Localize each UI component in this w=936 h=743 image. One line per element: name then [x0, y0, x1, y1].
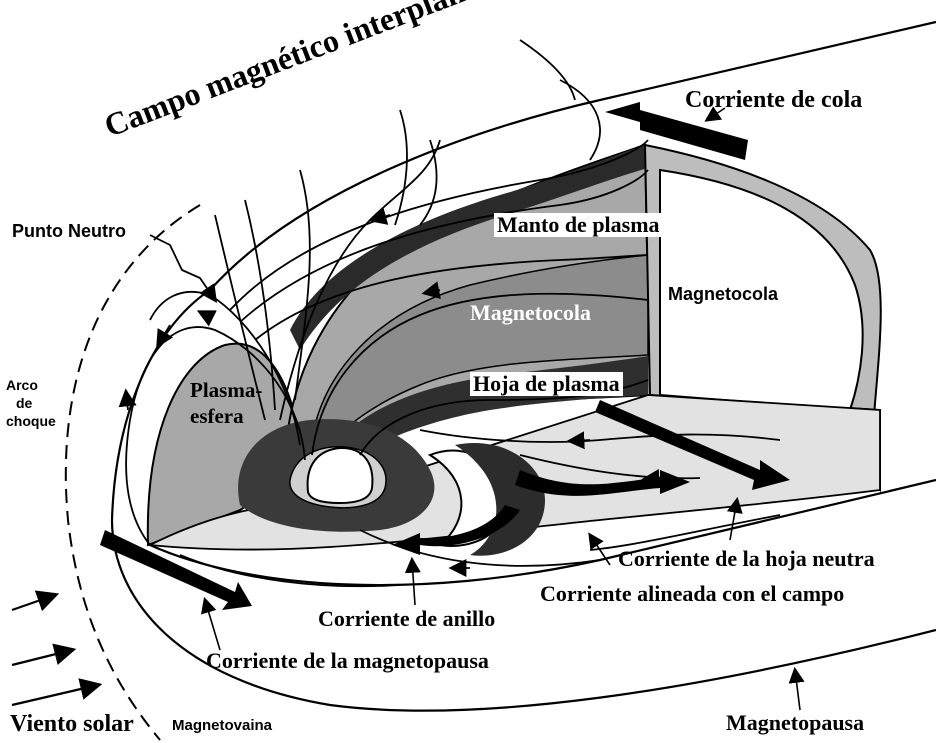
label-arco-3: choque: [6, 414, 56, 428]
label-corriente-magnetopausa: Corriente de la magnetopausa: [206, 650, 489, 672]
label-corriente-cola: Corriente de cola: [685, 88, 862, 112]
label-corriente-alineada: Corriente alineada con el campo: [540, 583, 844, 605]
label-viento-solar: Viento solar: [10, 712, 134, 736]
label-hoja-plasma: Hoja de plasma: [470, 372, 623, 396]
label-plasmaesfera-1: Plasma-: [190, 380, 262, 401]
label-magnetopausa: Magnetopausa: [726, 712, 864, 734]
label-corriente-anillo: Corriente de anillo: [318, 608, 495, 630]
label-magnetocola-outer: Magnetocola: [668, 285, 778, 303]
label-punto-neutro: Punto Neutro: [12, 222, 126, 240]
label-arco-1: Arco: [6, 378, 38, 392]
label-arco-2: de: [16, 396, 32, 410]
earth: [308, 448, 373, 503]
label-corriente-hoja-neutra: Corriente de la hoja neutra: [618, 548, 875, 570]
label-manto-plasma: Manto de plasma: [494, 213, 663, 237]
label-plasmaesfera-2: esfera: [190, 406, 244, 427]
label-magnetovaina: Magnetovaina: [172, 718, 272, 733]
solar-wind-arrows: [12, 595, 98, 705]
label-magnetocola-inner: Magnetocola: [470, 302, 591, 324]
neutral-point-pointer: [150, 235, 215, 300]
